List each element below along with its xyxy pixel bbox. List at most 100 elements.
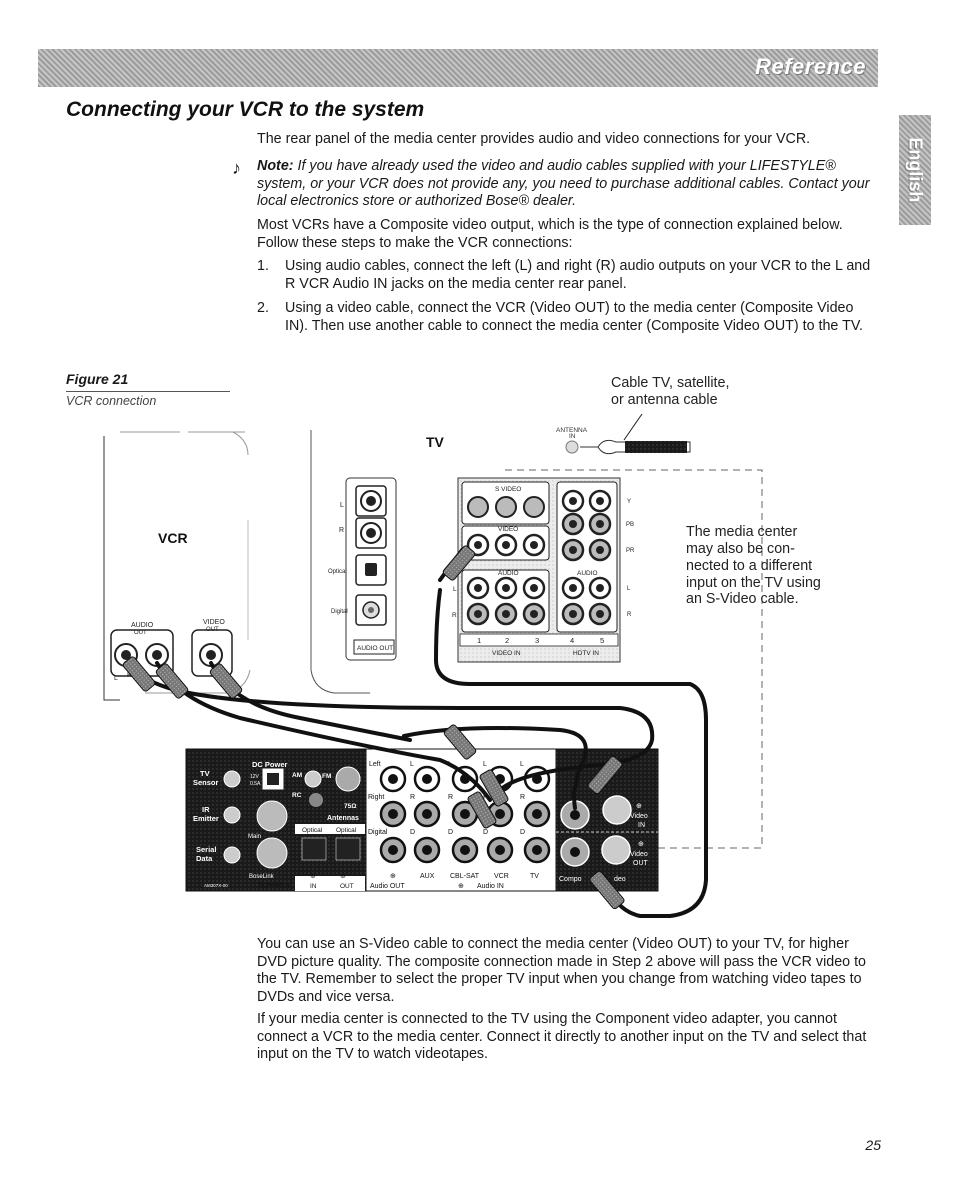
- mc-aux-d-center: [422, 845, 432, 855]
- composite-intro-paragraph: Most VCRs have a Composite video output,…: [257, 217, 843, 251]
- mc-out-label: OUT: [340, 883, 354, 890]
- cable-plugs: [122, 545, 625, 910]
- tv-video-in-label: VIDEO IN: [492, 650, 521, 657]
- step-number: 1.: [257, 258, 269, 274]
- mc-cblsat-label: CBL-SAT: [450, 873, 480, 880]
- tv-hdtv-l-jack-4-center: [569, 584, 577, 592]
- mc-audio-out-arrow: ⊕: [390, 873, 396, 880]
- vcr-l-label: L: [114, 675, 118, 682]
- tv-hdtv-y-jack-4-center: [569, 497, 577, 505]
- steps-list: 1. Using audio cables, connect the left …: [257, 258, 877, 335]
- mc-serial-jack: [223, 846, 241, 864]
- mc-aux-l-label: L: [410, 761, 414, 768]
- note-text: If you have already used the video and a…: [257, 158, 870, 209]
- mc-svideo-in-jack: [602, 795, 632, 825]
- tv-unit: TV ANTENNA IN L R Optical Digital AUDIO …: [310, 427, 763, 849]
- tv-svideo-jack-1: [467, 496, 489, 518]
- tv-hdtv-in-label: HDTV IN: [573, 650, 599, 657]
- step-item: 2. Using a video cable, connect the VCR …: [257, 300, 877, 335]
- tv-video-jack-3-center: [530, 541, 538, 549]
- mc-vcr-audio-r-center: [495, 809, 505, 819]
- mc-cblsat-d-center: [460, 845, 470, 855]
- tv-audio-r-label: R: [452, 612, 457, 619]
- tv-audio-l-jack-3-center: [530, 584, 538, 592]
- mc-boselink-label: BoseLink: [249, 874, 275, 880]
- tv-audio-out-label-box: [353, 639, 395, 655]
- tv-hdtv-r-jack-5-center: [596, 610, 604, 618]
- tv-hdtv-r-jack-4-center: [569, 610, 577, 618]
- figure-caption: VCR connection: [66, 394, 157, 408]
- side-note-line: may also be con-: [686, 541, 795, 557]
- vcr-video-out-jack-center: [206, 650, 216, 660]
- mc-dc-power-label: DC Power: [252, 760, 288, 769]
- mc-cblsat-d-label: D: [448, 829, 453, 836]
- mc-serial-label-2: Data: [196, 854, 213, 863]
- side-note-line: an S-Video cable.: [686, 591, 799, 607]
- vcr-audio-left-jack-center: [121, 650, 131, 660]
- tv-hdtv-audio-label: AUDIO: [577, 570, 598, 577]
- tv-audio-out-left-center: [366, 496, 376, 506]
- mc-tv-audio-r-center: [532, 809, 542, 819]
- mc-video-in-plug: [587, 755, 623, 795]
- mc-vcr-r-label: R: [483, 794, 488, 801]
- tv-audio-out-right-center: [366, 528, 376, 538]
- vcr-audio-out-label-2: OUT: [134, 630, 147, 636]
- mc-boselink-connector: [256, 837, 288, 869]
- tv-hdtv-pb-jack-4-center: [569, 520, 577, 528]
- mc-ir-jack: [223, 806, 241, 824]
- mc-tv-d-label: D: [520, 829, 525, 836]
- tv-hdtv-pr-jack-5-center: [596, 546, 604, 554]
- mc-opt-in-arrow: ⊕: [310, 873, 316, 880]
- mc-tv-sensor-jack: [223, 770, 241, 788]
- mc-audio-out-right-center: [388, 809, 398, 819]
- mc-video-in-arrow: ⊕: [636, 803, 642, 810]
- tv-outline-bottom: [310, 669, 370, 694]
- mc-opt-out-arrow: ⊕: [340, 873, 346, 880]
- mc-tv-sensor-label-2: Sensor: [193, 778, 219, 787]
- mc-cblsat-r-label: R: [448, 794, 453, 801]
- tv-input-number: 2: [505, 636, 509, 645]
- media-center-optical-label-strip: [295, 824, 365, 834]
- mc-am-jack: [304, 770, 322, 788]
- vcr-outline-left: [103, 436, 120, 701]
- mc-audio-out-left-center: [388, 774, 398, 784]
- vcr-audio-left-plug: [122, 656, 156, 692]
- tv-y-label: Y: [627, 499, 631, 505]
- vcr-audio-right-plug: [155, 663, 189, 699]
- page-title: Connecting your VCR to the system: [66, 98, 425, 121]
- section-label: Reference: [755, 54, 866, 79]
- tv-audio-r-jack-2-center: [502, 610, 510, 618]
- svideo-paragraph: You can use an S-Video cable to connect …: [257, 936, 866, 1005]
- antenna-in-label: ANTENNA: [556, 427, 588, 434]
- mc-component-label-2: deo: [614, 876, 626, 883]
- tv-audio-l-jack-1-center: [474, 584, 482, 592]
- tv-optical-port: [365, 563, 377, 576]
- mc-rc-label: RC: [292, 792, 302, 799]
- tv-svideo-jack-2: [495, 496, 517, 518]
- tv-audio-l-jack-2-center: [502, 584, 510, 592]
- vcr-outline-corner: [232, 431, 249, 456]
- tv-audio-out-panel: [345, 477, 397, 661]
- mc-ir-label: IR: [202, 805, 210, 814]
- tv-hdtv-pb-jack-5-center: [596, 520, 604, 528]
- mc-fm-label: FM: [322, 773, 331, 780]
- mc-digital-label: Digital: [368, 829, 388, 836]
- page-number: 25: [865, 1137, 881, 1153]
- tv-svideo-label: S VIDEO: [495, 486, 521, 493]
- tv-digital-label: Digital: [331, 609, 348, 615]
- tv-hdtv-l-jack-5-center: [596, 584, 604, 592]
- language-tab: English: [899, 115, 931, 225]
- tv-video-jack-2-center: [502, 541, 510, 549]
- mc-audio-out-label: Audio OUT: [370, 883, 405, 890]
- component-paragraph: If your media center is connected to the…: [257, 1011, 867, 1062]
- mc-optical-in-label: Optical: [302, 827, 323, 834]
- figure-label: Figure 21: [66, 371, 129, 387]
- tv-hdtv-y-jack-5-center: [596, 497, 604, 505]
- mc-am-label: AM: [292, 772, 302, 779]
- mc-vcr-audio-l-plug: [479, 769, 509, 807]
- vcr-audio-right-cable: [155, 661, 492, 802]
- tv-optical-label: Optical: [328, 569, 347, 575]
- mc-aux-r-label: R: [410, 794, 415, 801]
- mc-vcr-label: VCR: [494, 873, 509, 880]
- mc-video-cable-plug: [443, 724, 477, 760]
